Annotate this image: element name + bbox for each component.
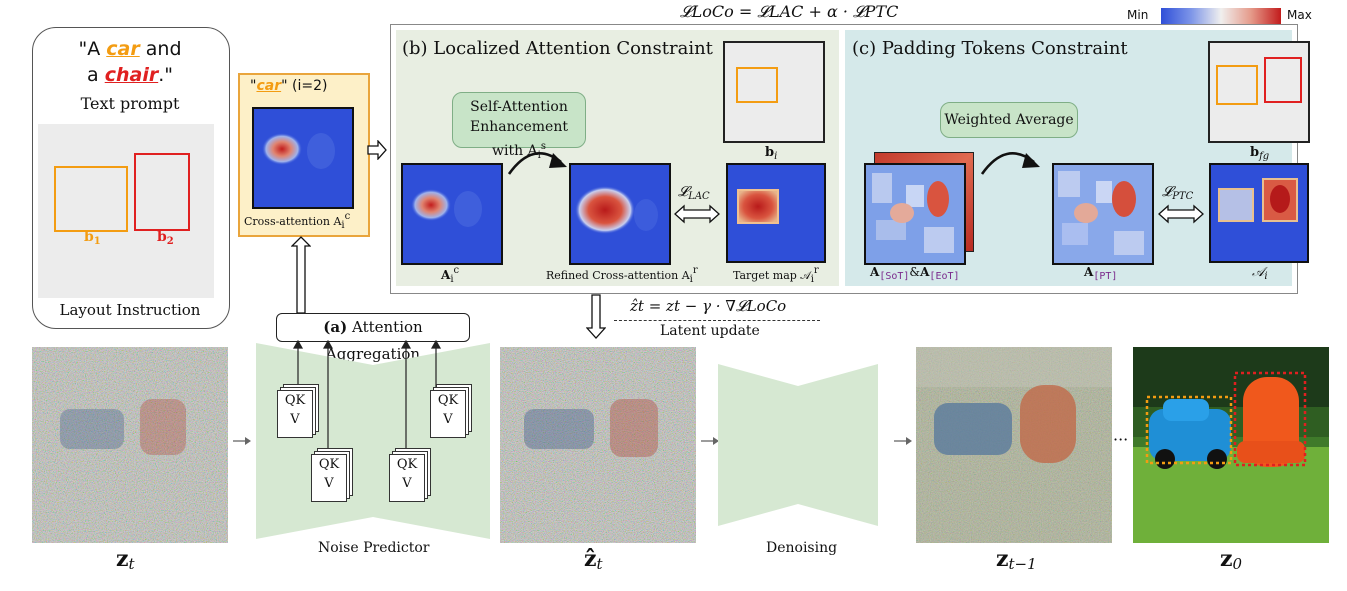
sot-eot-label: A[SoT]&A[EoT] [870,265,960,282]
colorbar [1161,8,1281,24]
layout-instruction-caption: Layout Instruction [59,301,201,319]
crossattn-ac-map [401,163,503,265]
arrow-right-icon [233,437,251,445]
denoising-unet [718,364,878,526]
latent-update-formula: ẑt = zt − γ · ∇𝓛LoCo [630,297,787,315]
prompt-text: and [139,38,182,60]
attention-aggregation-box: (a) Attention Aggregation [276,313,470,363]
noise-predictor-label: Noise Predictor [318,540,430,556]
layout-label-b1: b1 [84,229,101,247]
self-attention-pill: Self-Attention Enhancement with Ais [452,92,586,161]
prompt-text: ." [158,64,173,86]
pt-label: A[PT] [1084,265,1118,282]
double-arrow-icon [1158,204,1204,224]
latent-update-caption: Latent update [660,323,760,339]
curved-arrow-icon [507,152,567,175]
prompt-line-2: a chair." [32,64,228,86]
hollow-arrow-right-icon [367,140,387,160]
car-panel-caption: Cross-attention Aic [244,211,351,231]
layout-label-b2: b2 [157,229,174,247]
hollow-arrow-up-icon [291,236,311,314]
aggregation-connectors [292,340,442,458]
target-map [726,163,826,263]
zt1-label: zt−1 [996,546,1037,573]
bbox-bi-label: bi [765,145,778,162]
z0-label: z0 [1220,546,1243,573]
loss-ptc-label: 𝓛PTC [1162,184,1194,202]
loss-formula: 𝓛LoCo = 𝓛LAC + α · 𝓛PTC [680,2,899,21]
latent-zhat-image [500,347,696,543]
curved-arrow-icon [980,152,1040,175]
prompt-text: "A [78,38,107,60]
panel-c-title: (c) Padding Tokens Constraint [852,38,1128,59]
panel-b-title: (b) Localized Attention Constraint [402,38,713,59]
car-panel-title: "car" (i=2) [250,78,328,94]
text-prompt-caption: Text prompt [80,94,180,113]
target-map-label: Target map 𝒜ir [733,265,819,285]
zhat-label: ẑt [584,546,603,573]
loss-lac-label: 𝓛LAC [678,184,710,202]
prompt-word-car: car [106,38,140,60]
ac-label: Aic [441,265,460,285]
prompt-text: a [87,64,105,86]
ai-label: 𝒜i [1252,265,1268,282]
weighted-average-pill: Weighted Average [940,102,1078,138]
double-arrow-icon [674,204,720,224]
layout-box-b2 [134,153,190,231]
latent-zt-image [32,347,228,543]
latent-zt1-image [916,347,1112,543]
latent-update-divider [614,320,820,321]
bbox-bfg-label: bfg [1250,145,1270,162]
padding-token-map [1052,163,1154,265]
zt-label: zt [116,546,135,573]
latent-z0-image [1133,347,1329,543]
denoising-label: Denoising [766,540,838,556]
refined-crossattn-map [569,163,671,265]
refined-label: Refined Cross-attention Air [546,265,698,285]
bbox-bi-map [723,41,825,143]
arrow-right-icon [894,437,912,445]
sot-map-front [864,163,966,265]
hollow-arrow-down-icon [586,294,606,339]
colorbar-max-label: Max [1287,8,1312,22]
prompt-line-1: "A car and [32,38,228,60]
ellipsis: ··· [1113,430,1129,449]
colorbar-min-label: Min [1127,8,1149,22]
ai-target-map [1209,163,1309,263]
arrow-right-icon [701,437,719,445]
layout-box-b1 [54,166,128,232]
car-crossattn-map [252,107,354,209]
bbox-bfg-map [1208,41,1310,143]
prompt-word-chair: chair [104,64,159,86]
